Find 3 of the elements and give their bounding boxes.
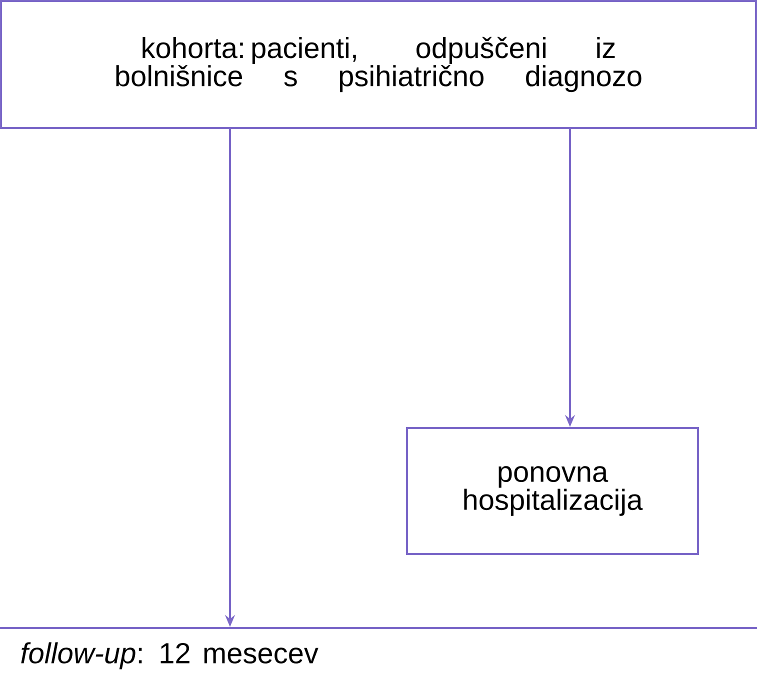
process-box: kohorta: pacienti, odpuščeni iz bolnišnice s psihiatrično diagnozo [0, 0, 757, 129]
process-box: ponovna hospitalizacija [406, 427, 699, 555]
timeline: follow-up: 12 mesecev [0, 627, 757, 670]
